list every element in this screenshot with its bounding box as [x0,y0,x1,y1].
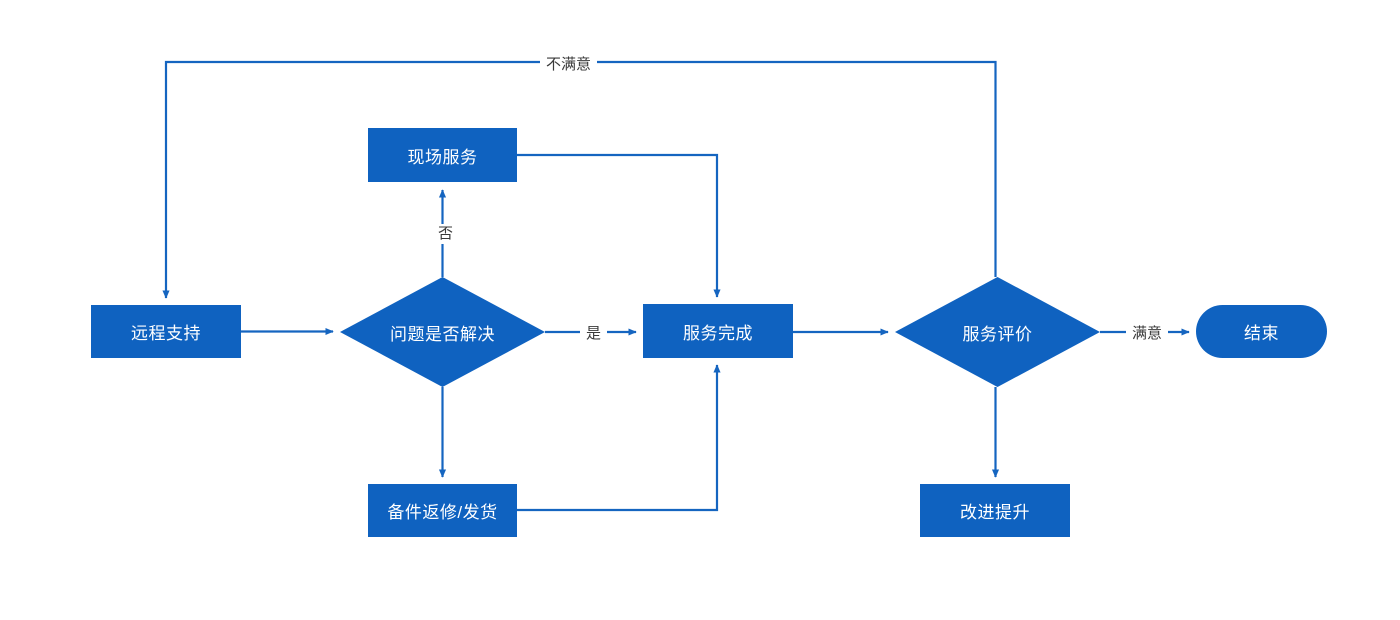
node-label: 备件返修/发货 [387,503,498,522]
node-label: 改进提升 [960,503,1030,522]
node-service-rating[interactable]: 服务评价 [895,277,1100,387]
node-remote-support[interactable]: 远程支持 [91,305,241,358]
node-issue-resolved[interactable]: 问题是否解决 [340,277,545,387]
edge-onsite-to-done [517,153,721,298]
edge-parts-to-done [517,364,721,512]
node-label: 服务完成 [683,323,753,343]
node-label: 远程支持 [131,324,201,343]
node-improvement[interactable]: 改进提升 [920,484,1070,537]
node-label: 问题是否解决 [390,324,495,344]
edge-label-satisfied: 满意 [1126,324,1169,344]
edge-rating-unsatisfied-to-remote [162,60,997,299]
node-parts-repair[interactable]: 备件返修/发货 [368,484,517,537]
edge-label-no: 否 [432,224,460,244]
edge-label-yes: 是 [580,324,608,344]
node-label: 结束 [1244,324,1279,343]
edge-label-unsatisfied: 不满意 [540,55,598,75]
node-end[interactable]: 结束 [1196,305,1327,358]
node-onsite-service[interactable]: 现场服务 [368,128,517,182]
node-label: 现场服务 [407,147,478,167]
node-service-done[interactable]: 服务完成 [643,304,793,358]
node-label: 服务评价 [962,324,1033,344]
